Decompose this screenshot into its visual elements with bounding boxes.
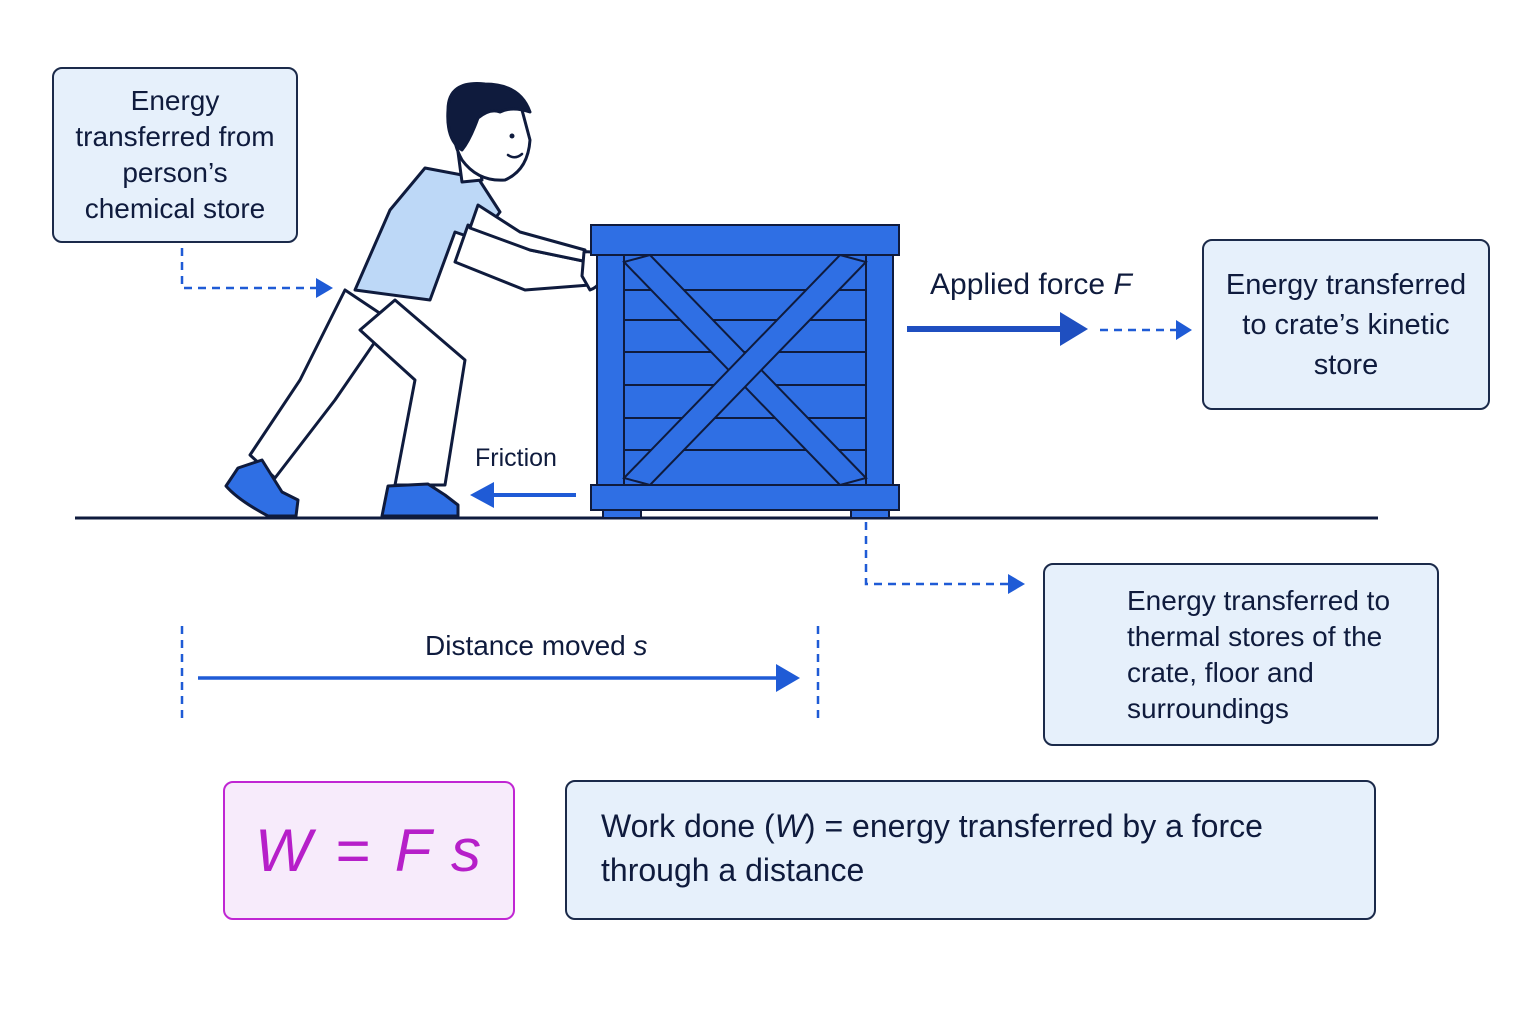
- applied-force-label: Applied force F: [930, 268, 1132, 301]
- applied-force-arrow: [907, 312, 1088, 346]
- definition-part-2: ) = energy transferred by a force throug…: [601, 808, 1263, 888]
- thermal-transfer-dashed-arrow: [864, 522, 1025, 594]
- definition-part-1: Work done (: [601, 808, 775, 844]
- chemical-store-text: Energy transferred from person’s chemica…: [75, 85, 275, 224]
- kinetic-store-box: Energy transferred to crate’s kinetic st…: [1202, 239, 1490, 410]
- formula-equals: =: [335, 817, 373, 884]
- work-formula-box: W = F s: [223, 781, 515, 920]
- chemical-transfer-dashed-arrow: [180, 248, 333, 298]
- friction-arrow: [470, 482, 576, 508]
- distance-label: Distance moved s: [425, 630, 648, 661]
- thermal-store-box: Energy transferred to thermal stores of …: [1043, 563, 1439, 746]
- formula-rhs: F s: [394, 817, 483, 884]
- crate: [590, 224, 900, 519]
- person-figure: [224, 82, 606, 518]
- force-symbol: F: [1113, 268, 1132, 301]
- work-definition-box: Work done (W) = energy transferred by a …: [565, 780, 1376, 920]
- kinetic-store-text: Energy transferred to crate’s kinetic st…: [1225, 268, 1467, 381]
- friction-label: Friction: [475, 444, 557, 472]
- kinetic-transfer-dashed-arrow: [1100, 320, 1192, 340]
- formula-lhs: W: [255, 817, 314, 884]
- distance-symbol: s: [633, 630, 648, 661]
- distance-arrow: [180, 626, 820, 718]
- chemical-store-box: Energy transferred from person’s chemica…: [52, 67, 298, 243]
- definition-symbol: W: [774, 808, 805, 844]
- thermal-store-text: Energy transferred to thermal stores of …: [1127, 584, 1391, 724]
